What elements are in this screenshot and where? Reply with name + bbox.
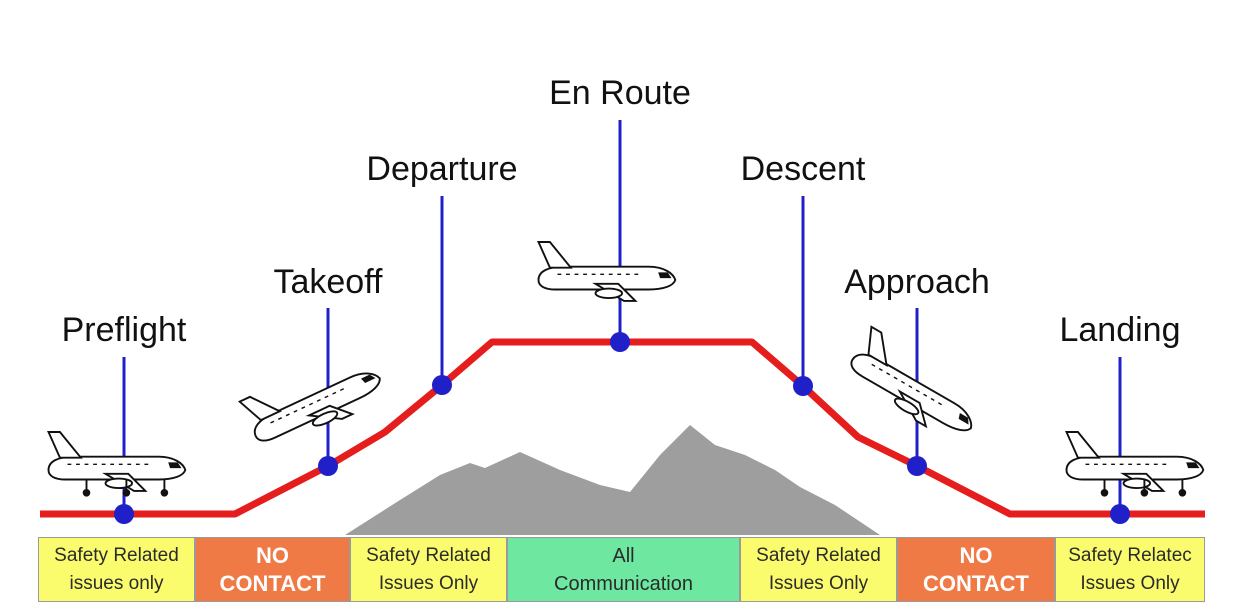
marker-dot-en-route [610, 332, 630, 352]
marker-dot-descent [793, 376, 813, 396]
band-safety-related-preflight: Safety Related issues only [38, 537, 195, 602]
band-no-contact-right: NO CONTACT [897, 537, 1055, 602]
band-line1: All [612, 544, 635, 567]
phase-label-descent: Descent [741, 150, 866, 188]
band-line1: NO [256, 542, 289, 568]
marker-dot-approach [907, 456, 927, 476]
band-safety-related-landing: Safety Relatec Issues Only [1055, 537, 1205, 602]
band-line1: Safety Related [756, 544, 881, 566]
band-safety-related-descent: Safety Related Issues Only [740, 537, 897, 602]
band-all-communication: All Communication [507, 537, 740, 602]
mountain-range [345, 425, 880, 535]
airplane-icon-preflight [47, 431, 187, 498]
phase-label-takeoff: Takeoff [273, 263, 383, 301]
phase-label-landing: Landing [1059, 311, 1180, 349]
airplane-icon-en-route [537, 241, 677, 302]
phase-label-preflight: Preflight [62, 311, 187, 349]
band-line1: Safety Relatec [1068, 544, 1192, 566]
phase-label-departure: Departure [366, 150, 517, 188]
airplane-icon-takeoff [238, 342, 390, 456]
band-line1: NO [959, 542, 993, 568]
band-line1: Safety Related [54, 544, 179, 566]
band-no-contact-left: NO CONTACT [195, 537, 350, 602]
marker-dot-departure [432, 375, 452, 395]
marker-dot-landing [1110, 504, 1130, 524]
band-line2: Issues Only [768, 572, 869, 594]
band-line2: issues only [69, 572, 164, 594]
band-line2: Issues Only [1080, 572, 1180, 594]
marker-dot-takeoff [318, 456, 338, 476]
band-line2: CONTACT [219, 570, 326, 596]
phase-label-approach: Approach [844, 263, 990, 301]
band-line2: Communication [554, 572, 693, 595]
band-line2: Issues Only [378, 572, 479, 594]
band-line2: CONTACT [923, 570, 1029, 596]
airplane-icon-landing [1065, 431, 1205, 498]
band-line1: Safety Related [366, 544, 491, 566]
band-safety-related-departure: Safety Related Issues Only [350, 537, 507, 602]
marker-dot-preflight [114, 504, 134, 524]
phase-label-en-route: En Route [549, 74, 691, 112]
flight-path-line [40, 338, 1205, 518]
